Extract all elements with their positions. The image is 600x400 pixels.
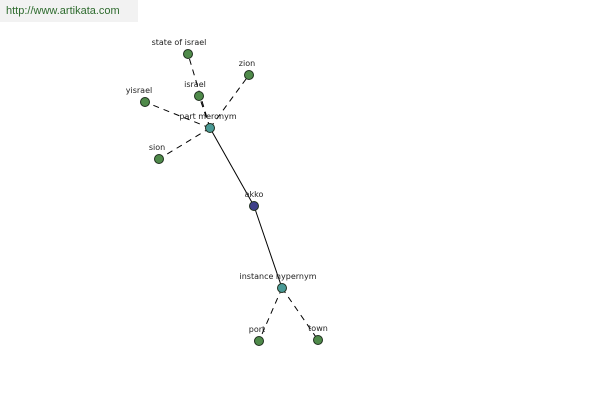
edge-part-meronym-to-israel [198,95,211,129]
edge-instance-hypernym-to-port [258,287,283,342]
edge-part-meronym-to-sion [158,127,211,160]
node-instance-hypernym[interactable] [277,283,287,293]
label-sion: sion [149,143,165,152]
label-akko: akko [245,190,264,199]
label-port: port [249,325,265,334]
edge-akko-to-part-meronym [209,127,255,207]
node-part-meronym[interactable] [205,123,215,133]
node-yisrael[interactable] [140,97,150,107]
label-state-of-israel: state of israel [152,38,207,47]
label-instance-hypernym: instance hypernym [240,272,317,281]
nodes-layer [140,49,323,346]
watermark-link[interactable]: http://www.artikata.com [0,0,138,22]
edge-akko-to-instance-hypernym [253,205,283,289]
edge-part-meronym-to-yisrael [144,101,211,129]
node-port[interactable] [254,336,264,346]
node-state-of-israel[interactable] [183,49,193,59]
node-town[interactable] [313,335,323,345]
node-sion[interactable] [154,154,164,164]
node-zion[interactable] [244,70,254,80]
label-israel: israel [184,80,206,89]
labels-layer: akko part meronym state of israel israel zio… [126,38,328,334]
node-akko[interactable] [249,201,259,211]
label-part-meronym: part meronym [179,112,236,121]
label-yisrael: yisrael [126,86,152,95]
edges-layer [144,53,319,342]
node-israel[interactable] [194,91,204,101]
label-town: town [308,324,328,333]
label-zion: zion [239,59,255,68]
